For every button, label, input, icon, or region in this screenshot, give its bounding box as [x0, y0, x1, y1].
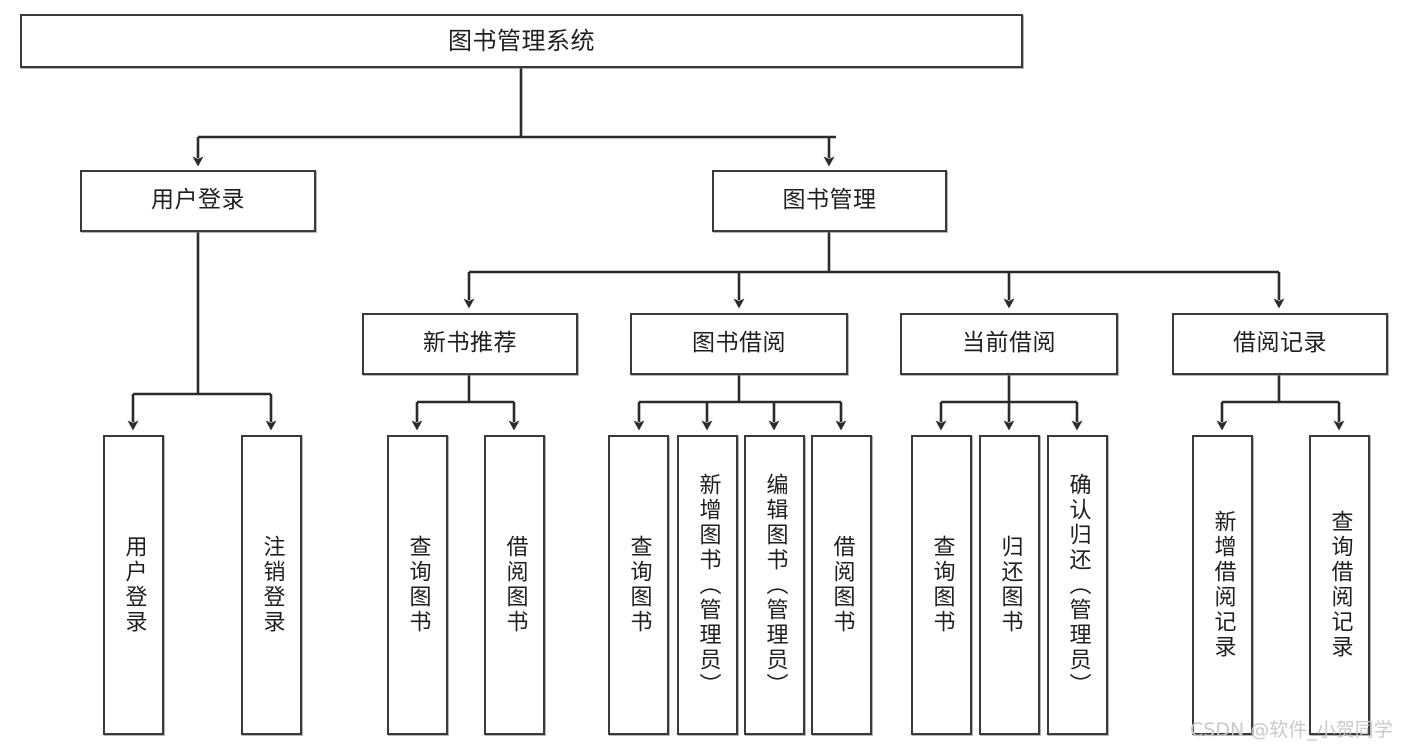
leaf-recommend-borrow-book[interactable]: 借阅图书	[484, 435, 545, 735]
leaf-user-login-logout-label: 注销登录	[259, 535, 285, 635]
leaf-borrow-borrow-book[interactable]: 借阅图书	[811, 435, 872, 735]
leaf-current-return-book-label: 归还图书	[997, 535, 1023, 635]
node-root-system[interactable]: 图书管理系统	[20, 14, 1023, 68]
node-book-management[interactable]: 图书管理	[712, 170, 947, 232]
node-new-book-recommend-label: 新书推荐	[423, 330, 517, 357]
leaf-current-query-book[interactable]: 查询图书	[911, 435, 972, 735]
leaf-user-login-login[interactable]: 用户登录	[103, 435, 164, 735]
leaf-borrow-edit-book[interactable]: 编辑图书（管理员）	[744, 435, 805, 735]
node-user-login-label: 用户登录	[151, 187, 245, 214]
node-borrow-record-label: 借阅记录	[1233, 330, 1327, 357]
leaf-record-add-record-label: 新增借阅记录	[1210, 510, 1236, 660]
leaf-record-query-record-label: 查询借阅记录	[1327, 510, 1353, 660]
leaf-borrow-edit-book-label: 编辑图书（管理员）	[762, 472, 788, 698]
leaf-current-confirm-return[interactable]: 确认归还（管理员）	[1047, 435, 1108, 735]
leaf-record-add-record[interactable]: 新增借阅记录	[1192, 435, 1253, 735]
leaf-current-return-book[interactable]: 归还图书	[979, 435, 1040, 735]
leaf-recommend-query-book-label: 查询图书	[405, 535, 431, 635]
leaf-record-query-record[interactable]: 查询借阅记录	[1309, 435, 1370, 735]
node-book-management-label: 图书管理	[782, 187, 877, 214]
node-book-borrow[interactable]: 图书借阅	[630, 313, 848, 375]
csdn-watermark: CSDN @软件_小贺同学	[1190, 719, 1393, 741]
node-book-borrow-label: 图书借阅	[692, 330, 786, 357]
node-root-system-label: 图书管理系统	[448, 26, 595, 55]
leaf-recommend-borrow-book-label: 借阅图书	[502, 535, 528, 635]
leaf-user-login-logout[interactable]: 注销登录	[241, 435, 302, 735]
node-borrow-record[interactable]: 借阅记录	[1172, 313, 1388, 375]
leaf-current-confirm-return-label: 确认归还（管理员）	[1065, 472, 1091, 698]
leaf-borrow-query-book-label: 查询图书	[626, 535, 652, 635]
leaf-borrow-add-book-label: 新增图书（管理员）	[695, 472, 721, 698]
node-current-borrow-label: 当前借阅	[962, 330, 1056, 357]
leaf-recommend-query-book[interactable]: 查询图书	[387, 435, 448, 735]
node-current-borrow[interactable]: 当前借阅	[900, 313, 1118, 375]
leaf-borrow-add-book[interactable]: 新增图书（管理员）	[677, 435, 738, 735]
leaf-user-login-login-label: 用户登录	[121, 535, 147, 635]
leaf-borrow-query-book[interactable]: 查询图书	[608, 435, 669, 735]
node-new-book-recommend[interactable]: 新书推荐	[362, 313, 578, 375]
leaf-current-query-book-label: 查询图书	[929, 535, 955, 635]
leaf-borrow-borrow-book-label: 借阅图书	[829, 535, 855, 635]
node-user-login[interactable]: 用户登录	[80, 170, 316, 232]
